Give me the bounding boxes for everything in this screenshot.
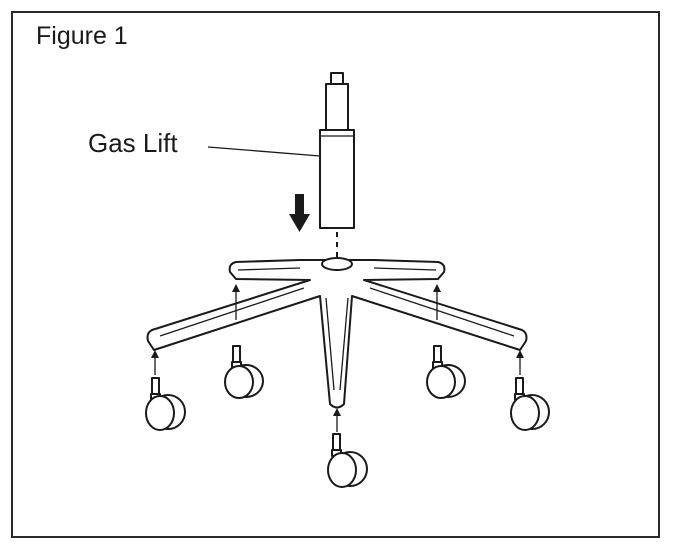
up-arrow-icon bbox=[151, 284, 524, 432]
label-leader-line bbox=[207, 146, 321, 157]
down-arrow-icon bbox=[289, 194, 310, 232]
figure-frame bbox=[11, 11, 660, 538]
caster-wheel bbox=[224, 345, 264, 399]
caster-wheel bbox=[426, 345, 466, 399]
chair-base bbox=[146, 257, 528, 409]
gas-lift-label: Gas Lift bbox=[88, 128, 178, 158]
gas-lift bbox=[319, 72, 355, 262]
caster-wheel bbox=[145, 377, 186, 431]
caster-wheel bbox=[327, 433, 368, 488]
figure-title: Figure 1 bbox=[36, 22, 128, 50]
caster-wheel bbox=[510, 377, 550, 431]
